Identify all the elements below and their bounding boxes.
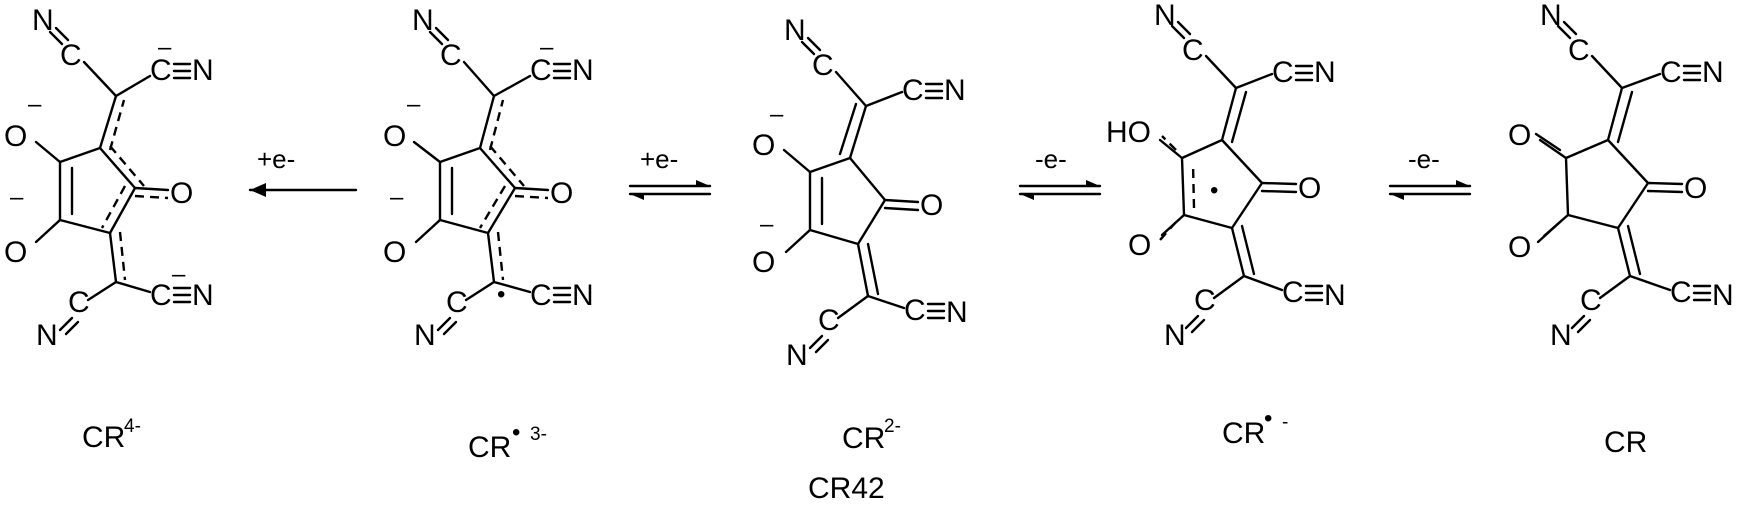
molecule-cr1: • O HO O C N C N C N C N — [1106, 0, 1346, 352]
atom-c: C — [1580, 284, 1602, 317]
atom-n: N — [784, 14, 806, 47]
atom-o: O — [1684, 172, 1707, 205]
radical-dot: • — [1210, 177, 1218, 204]
atom-c: C — [530, 54, 552, 87]
reaction-arrow-3: -e- — [1018, 144, 1102, 200]
atom-c: C — [530, 279, 552, 312]
atom-o: O — [752, 129, 775, 162]
charge-minus: – — [540, 34, 554, 61]
reaction-arrow-2: +e- — [628, 144, 712, 200]
atom-o: O — [1298, 172, 1321, 205]
atom-n: N — [786, 339, 808, 372]
charge-minus: – — [407, 91, 421, 118]
charge-minus: – — [760, 211, 774, 238]
atom-n: N — [1550, 319, 1572, 352]
label-text: CR — [842, 422, 885, 455]
atom-o: O — [752, 246, 775, 279]
atom-o: O — [550, 177, 573, 210]
atom-n: N — [1712, 279, 1734, 312]
atom-c: C — [904, 294, 926, 327]
reaction-arrow-4: -e- — [1388, 144, 1472, 200]
label-charge: 3- — [530, 424, 547, 445]
species-label-cr4: CR 4- — [82, 416, 141, 454]
molecule-cr3: O O – O – C N C – N • C N C N — [383, 4, 594, 352]
species-label-cr2: CR 2- CR42 — [808, 416, 901, 505]
atom-n: N — [1324, 279, 1346, 312]
charge-minus: – — [10, 184, 24, 211]
label-charge: - — [1282, 412, 1288, 433]
atom-n: N — [1164, 319, 1186, 352]
species-label-cr3: CR • 3- — [468, 419, 547, 464]
arrow-label: -e- — [1035, 144, 1067, 174]
atom-c: C — [818, 304, 840, 337]
atom-n: N — [1154, 0, 1176, 32]
label-text: CR — [82, 421, 125, 454]
radical-dot: • — [1264, 405, 1272, 432]
arrow-label: +e- — [257, 144, 295, 174]
charge-minus: – — [770, 101, 784, 128]
compound-code: CR42 — [808, 472, 885, 505]
radical-dot: • — [497, 281, 505, 308]
atom-c: C — [1272, 56, 1294, 89]
atom-o: O — [383, 120, 406, 153]
atom-c: C — [68, 286, 90, 319]
atom-c: C — [1282, 276, 1304, 309]
atom-n: N — [1540, 0, 1562, 32]
atom-n: N — [946, 296, 968, 329]
reaction-arrow-1: +e- — [248, 144, 358, 197]
atom-n: N — [412, 4, 434, 37]
molecule-cr4: O O – O – C N C – N C N C – N — [4, 4, 214, 352]
atom-c: C — [1670, 276, 1692, 309]
atom-n: N — [572, 279, 594, 312]
label-text: CR — [1222, 417, 1265, 450]
atom-c: C — [440, 39, 462, 72]
atom-c: C — [812, 49, 834, 82]
atom-c: C — [60, 39, 82, 72]
species-label-cr0: CR — [1604, 426, 1647, 459]
atom-c: C — [150, 54, 172, 87]
label-charge: 2- — [884, 416, 901, 437]
arrow-label: +e- — [640, 144, 678, 174]
molecule-cr2: O O – O – C N C N C N C N — [752, 14, 968, 372]
atom-o: O — [1508, 231, 1531, 264]
atom-n: N — [944, 74, 966, 107]
atom-n: N — [572, 54, 594, 87]
atom-n: N — [1702, 56, 1724, 89]
atom-n: N — [192, 279, 214, 312]
radical-dot: • — [512, 419, 520, 446]
atom-n: N — [32, 4, 54, 37]
atom-n: N — [414, 319, 436, 352]
atom-c: C — [150, 279, 172, 312]
charge-minus: – — [28, 91, 42, 118]
species-label-cr1: CR • - — [1222, 405, 1288, 450]
atom-n: N — [1314, 56, 1336, 89]
atom-ho: HO — [1106, 116, 1151, 149]
atom-o: O — [170, 177, 193, 210]
atom-c: C — [1660, 56, 1682, 89]
atom-o: O — [920, 189, 943, 222]
label-text: CR — [468, 431, 511, 464]
atom-n: N — [36, 319, 58, 352]
molecule-cr0: O O O C N C N C N C N — [1508, 0, 1734, 352]
arrow-label: -e- — [1408, 144, 1440, 174]
atom-c: C — [446, 286, 468, 319]
atom-c: C — [1194, 284, 1216, 317]
atom-o: O — [1128, 229, 1151, 262]
atom-c: C — [1182, 34, 1204, 67]
charge-minus: – — [158, 34, 172, 61]
atom-c: C — [1568, 34, 1590, 67]
atom-n: N — [192, 54, 214, 87]
charge-minus: – — [172, 261, 186, 288]
atom-c: C — [902, 74, 924, 107]
label-text: CR — [1604, 426, 1647, 459]
atom-o: O — [1508, 119, 1531, 152]
atom-o: O — [4, 120, 27, 153]
atom-o: O — [383, 236, 406, 269]
atom-o: O — [4, 236, 27, 269]
label-charge: 4- — [124, 416, 141, 437]
charge-minus: – — [390, 184, 404, 211]
